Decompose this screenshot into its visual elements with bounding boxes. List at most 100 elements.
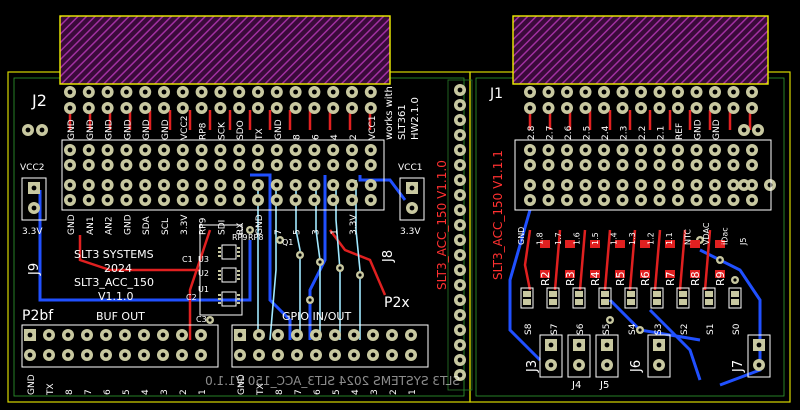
pin-label: GND (105, 119, 115, 140)
connector-housings (59, 15, 769, 85)
chip-label: U2 (198, 269, 209, 278)
pin-label: 7 (294, 389, 304, 395)
j8-label: J8 (381, 250, 396, 263)
pin-label: 5 (122, 389, 132, 395)
gpio-label: GPIO IN/OUT (282, 310, 351, 323)
chip-label: U1 (198, 285, 209, 294)
chip-label: RP9 (232, 233, 247, 242)
side-note-line: HW2.1.0 (410, 97, 421, 140)
silk-frames (21, 139, 772, 378)
pin-label: 7 (274, 229, 284, 235)
smd-footprints (218, 240, 742, 309)
vcc2-voltage: 3.3V (22, 227, 43, 237)
pin-label: J5 (739, 238, 748, 246)
resistor-label: R4 (589, 271, 602, 286)
pin-label: 2.4 (601, 125, 611, 140)
resistor-label: R5 (614, 271, 627, 286)
pin-label: TX (256, 383, 266, 396)
j2-label: J2 (31, 91, 47, 110)
side-note-line: SLT361 (397, 104, 408, 140)
pin-label: 6 (311, 134, 321, 140)
pin-label: GND (67, 214, 77, 235)
pin-label: 6 (103, 389, 113, 395)
pin-label: 8 (275, 389, 285, 395)
pin-label: SCL (161, 218, 171, 235)
j6-label: J6 (629, 360, 644, 373)
switch-label: S5 (602, 324, 612, 335)
top-copper-traces (68, 110, 752, 340)
pin-label: RP9 (199, 217, 209, 235)
resistor-label: R7 (664, 271, 677, 286)
j3-label: J3 (525, 360, 540, 373)
pin-label: GND (123, 214, 133, 235)
pin-label: 2.3 (620, 126, 630, 140)
resistor-label: R6 (639, 271, 652, 286)
pin-label: 5 (332, 389, 342, 395)
switch-label: S7 (550, 324, 560, 335)
pin-label: 2 (179, 389, 189, 395)
pin-label: GND (86, 119, 96, 140)
pin-label: VCC2 (180, 116, 190, 140)
pin-label: 1.1 (665, 232, 674, 245)
resistor-label: R2 (539, 271, 552, 286)
pin-label: VCC1 (368, 116, 378, 140)
switch-label: S3 (654, 324, 664, 335)
pads (22, 84, 776, 381)
vcc1-label: VCC1 (398, 163, 422, 173)
pin-label: 8 (65, 389, 75, 395)
pin-label: 3 (370, 389, 380, 395)
pin-label: GND (694, 119, 704, 140)
vcc1-voltage: 3.3V (400, 227, 421, 237)
year-label: 2024 (104, 262, 132, 275)
pin-label: 2.6 (564, 125, 574, 140)
switch-label: S6 (576, 323, 586, 335)
pin-label: 1.8 (536, 232, 545, 245)
pin-label: 3 (311, 229, 321, 235)
pin-label: 1.2 (647, 232, 656, 245)
pin-label: 8 (293, 134, 303, 140)
chip-label: C2 (186, 293, 197, 302)
pin-label: iDac (721, 227, 730, 245)
chip-label: C3 (196, 315, 207, 324)
version-label: V1.1.0 (98, 290, 134, 303)
p2x-label: P2x (384, 295, 410, 311)
j5-label: J5 (599, 380, 609, 391)
switch-label: S0 (732, 323, 742, 335)
pin-label: AN2 (105, 216, 115, 235)
buf-out-label: BUF OUT (96, 310, 145, 323)
pin-label: 4 (351, 389, 361, 395)
pin-label: SDI (217, 220, 227, 235)
pin-label: RX (236, 223, 246, 235)
chip-label: RP8 (248, 233, 263, 242)
switch-label: S2 (680, 324, 690, 335)
j9-label: J9 (27, 263, 42, 276)
pin-label: RP8 (199, 122, 209, 140)
pin-label: 7 (84, 389, 94, 395)
pin-label: GND (255, 214, 265, 235)
pin-label: 1.3 (628, 232, 637, 245)
mirror-text: SLT3 SYSTEMS 2024 SLT3_ACC_150 V1.1.0 (205, 374, 460, 388)
pin-label: SDA (142, 216, 152, 235)
company-label: SLT3 SYSTEMS (74, 248, 154, 261)
pin-label: NTC (684, 229, 693, 245)
switch-label: S8 (524, 323, 534, 335)
right-title: SLT3_ACC_150 V1.1.1 (491, 150, 505, 280)
pin-label: TX (255, 128, 265, 141)
pin-label: REF (675, 123, 685, 140)
board-name-label: SLT3_ACC_150 (74, 276, 154, 289)
pin-label: 3.3V (349, 214, 359, 235)
j1-label: J1 (489, 86, 503, 102)
pin-label: GND (161, 119, 171, 140)
vias (206, 226, 739, 334)
chip-label: Q1 (282, 238, 293, 247)
pin-label: 2 (349, 134, 359, 140)
pin-label: GND (27, 374, 37, 395)
